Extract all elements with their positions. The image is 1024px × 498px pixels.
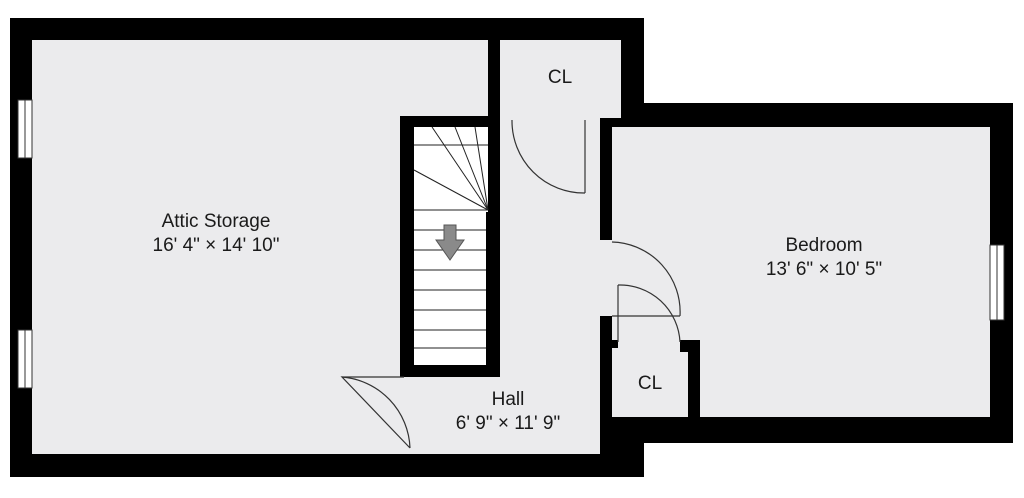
closet-bottom-floor xyxy=(612,338,688,417)
hall-dims: 6' 9" × 11' 9" xyxy=(455,413,561,434)
windows xyxy=(17,99,1005,389)
door-swing-hall-attic xyxy=(340,376,411,449)
hall-lower-floor xyxy=(410,368,600,454)
door-swing-bedroom xyxy=(611,241,681,317)
closet-bottom-label: CL xyxy=(638,372,662,396)
attic-storage-label: Attic Storage 16' 4" × 14' 10" xyxy=(153,210,280,258)
stairs-down-arrow-icon xyxy=(435,224,465,261)
closet-top-name: CL xyxy=(547,67,573,88)
closet-top-floor xyxy=(500,40,621,118)
bedroom-label: Bedroom 13' 6" × 10' 5" xyxy=(766,234,882,282)
attic-storage-name: Attic Storage xyxy=(161,211,271,232)
attic-storage-dims: 16' 4" × 14' 10" xyxy=(152,235,280,256)
stairwell xyxy=(400,116,500,377)
closet-top-label: CL xyxy=(548,66,572,90)
closet-bottom-name: CL xyxy=(637,373,663,394)
door-swing-closet-top xyxy=(511,119,586,194)
bedroom-name: Bedroom xyxy=(785,235,863,256)
hall-name: Hall xyxy=(491,389,525,410)
door-swing-closet-bottom xyxy=(617,284,681,343)
doors xyxy=(340,112,681,454)
hall-label: Hall 6' 9" × 11' 9" xyxy=(456,388,560,436)
interior-walls xyxy=(488,40,700,454)
bedroom-dims: 13' 6" × 10' 5" xyxy=(765,259,883,280)
